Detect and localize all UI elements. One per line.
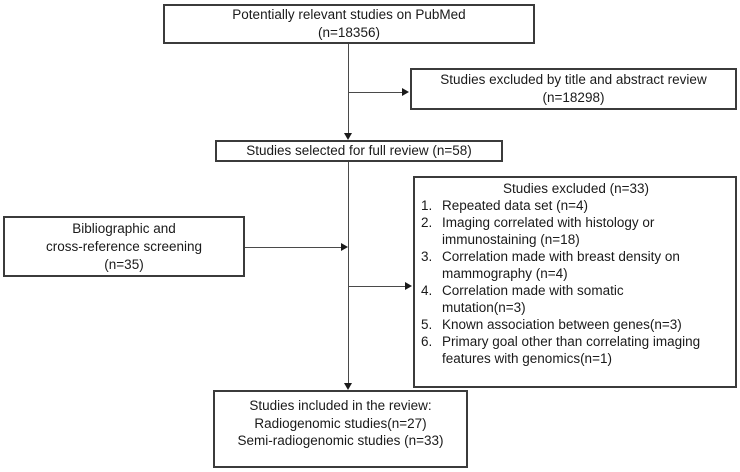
connector-branch-title-abstract [349,92,402,93]
item-text-line: mammography (n=4) [442,266,568,281]
item-text-line: Repeated data set (n=4) [442,198,588,213]
arrowhead-right-bibliographic [341,243,348,251]
excluded-box-title: Studies excluded (n=33) [503,181,649,196]
full-text-excluded-box: Studies excluded (n=33) 1. Repeated data… [413,176,737,388]
pubmed-studies-box: Potentially relevant studies on PubMed (… [163,4,535,44]
box-text-line: Studies included in the review: [249,398,432,413]
arrowhead-down-fullreview [344,133,352,140]
excluded-reason-item: 4. Correlation made with somatic mutatio… [421,282,731,316]
arrowhead-down-included [344,383,352,390]
connector-pubmed-to-fullreview [348,44,349,133]
arrowhead-right-full-excluded [405,282,412,290]
bibliographic-screening-box: Bibliographic and cross-reference screen… [3,216,245,277]
item-number: 1. [421,198,433,213]
item-number: 2. [421,215,433,230]
full-review-box: Studies selected for full review (n=58) [215,140,503,162]
box-count-line: (n=18356) [318,25,380,40]
box-text-line: Potentially relevant studies on PubMed [232,7,466,22]
item-text-line: immunostaining (n=18) [442,232,580,247]
excluded-reason-item: 3. Correlation made with breast density … [421,248,731,282]
box-text-line: Bibliographic and [72,220,176,236]
excluded-reason-item: 1. Repeated data set (n=4) [421,197,731,214]
item-number: 5. [421,317,433,332]
item-text-line: Known association between genes(n=3) [442,317,682,332]
connector-fullreview-to-included [348,162,349,383]
box-text-line: Studies excluded by title and abstract r… [440,72,707,87]
title-abstract-excluded-box: Studies excluded by title and abstract r… [410,68,737,110]
connector-bibliographic-to-main [245,247,341,248]
box-text-line: Semi-radiogenomic studies (n=33) [237,433,444,448]
excluded-reason-item: 6. Primary goal other than correlating i… [421,333,731,367]
item-text-line: Primary goal other than correlating imag… [442,334,701,349]
box-count-line: (n=18298) [542,90,605,105]
box-text-line: Studies selected for full review (n=58) [246,143,472,158]
item-text-line: mutation(n=3) [442,300,526,315]
arrowhead-right-title-abstract [402,88,409,96]
item-text-line: Correlation made with somatic [442,283,624,298]
box-count-line: (n=35) [104,256,144,272]
item-number: 3. [421,249,433,264]
box-text-line: Radiogenomic studies(n=27) [254,415,427,431]
item-number: 4. [421,283,433,298]
connector-branch-full-excluded [349,286,405,287]
item-text-line: features with genomics(n=1) [442,351,612,366]
excluded-reason-item: 5. Known association between genes(n=3) [421,316,731,333]
excluded-reason-item: 2. Imaging correlated with histology or … [421,214,731,248]
item-number: 6. [421,334,433,349]
item-text-line: Correlation made with breast density on [442,249,680,264]
item-text-line: Imaging correlated with histology or [442,215,655,230]
box-text-line: cross-reference screening [45,238,203,254]
included-studies-box: Studies included in the review: Radiogen… [213,390,468,468]
